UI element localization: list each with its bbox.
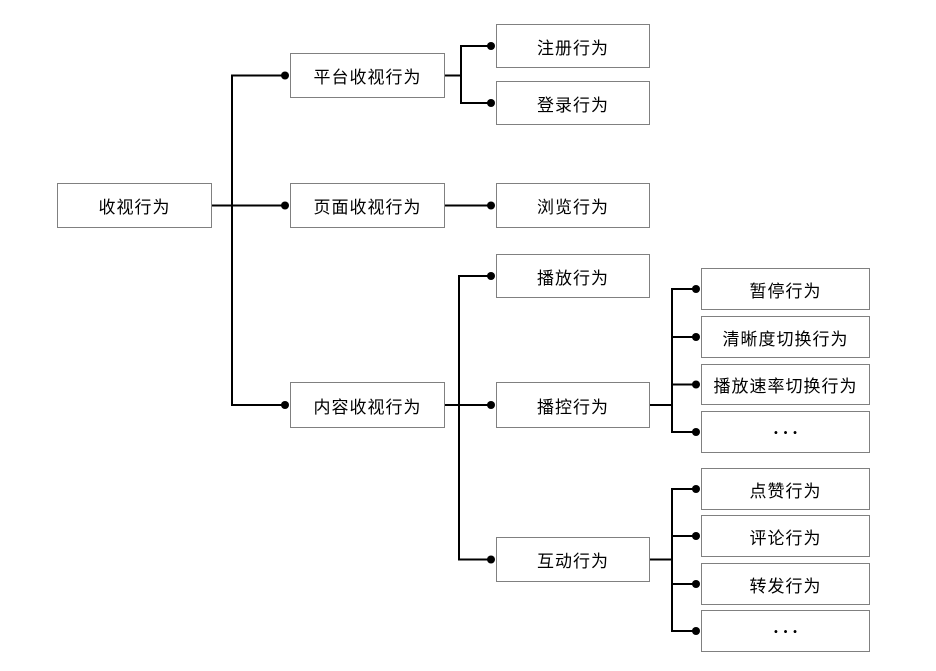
node-register-behavior: 注册行为 [496, 24, 650, 68]
node-interaction-behavior: 互动行为 [496, 537, 650, 582]
node-playback-speed-switch-behavior: 播放速率切换行为 [701, 364, 870, 405]
node-like-behavior: 点赞行为 [701, 468, 870, 510]
node-play-behavior: 播放行为 [496, 254, 650, 298]
node-interaction-ellipsis: ··· [701, 610, 870, 652]
node-login-behavior: 登录行为 [496, 81, 650, 125]
node-pause-behavior: 暂停行为 [701, 268, 870, 310]
node-platform-viewing-behavior: 平台收视行为 [290, 53, 445, 98]
node-browse-behavior: 浏览行为 [496, 183, 650, 228]
node-quality-switch-behavior: 清晰度切换行为 [701, 316, 870, 358]
node-forward-behavior: 转发行为 [701, 563, 870, 605]
node-comment-behavior: 评论行为 [701, 515, 870, 557]
node-viewing-behavior: 收视行为 [57, 183, 212, 228]
node-playback-control-behavior: 播控行为 [496, 382, 650, 428]
node-page-viewing-behavior: 页面收视行为 [290, 183, 445, 228]
node-playback-control-ellipsis: ··· [701, 411, 870, 453]
node-content-viewing-behavior: 内容收视行为 [290, 382, 445, 428]
